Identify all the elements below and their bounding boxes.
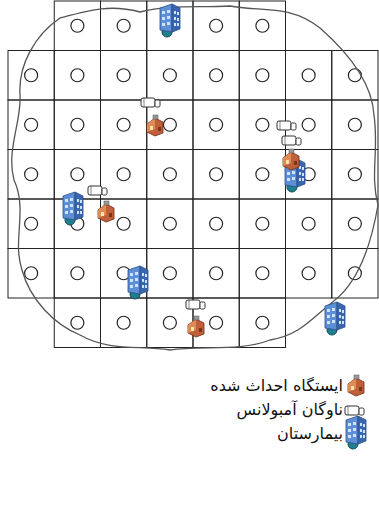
- grid-cell: [332, 100, 378, 150]
- grid-cell: [147, 249, 193, 299]
- demand-point: [25, 168, 38, 181]
- demand-point: [163, 267, 176, 280]
- grid-cell: [286, 199, 332, 249]
- grid-cell: [193, 1, 239, 51]
- grid-cell: [8, 51, 54, 101]
- demand-point: [348, 118, 361, 131]
- grid-cell: [239, 298, 285, 348]
- demand-point: [71, 168, 84, 181]
- grid-cell: [332, 199, 378, 249]
- grid-cell: [239, 199, 285, 249]
- demand-point: [117, 217, 130, 230]
- demand-point: [25, 118, 38, 131]
- grid-cell: [286, 51, 332, 101]
- grid-cell: [8, 199, 54, 249]
- grid-cell: [239, 249, 285, 299]
- demand-point: [256, 217, 269, 230]
- grid-cell: [8, 150, 54, 200]
- demand-point: [210, 217, 223, 230]
- grid-cell: [286, 249, 332, 299]
- grid-cell: [332, 51, 378, 101]
- grid-cell: [147, 51, 193, 101]
- legend-text: ایستگاه احداث شده: [210, 376, 343, 396]
- demand-point: [163, 118, 176, 131]
- grid-cell: [147, 199, 193, 249]
- grid-cell: [193, 100, 239, 150]
- grid-cell: [193, 249, 239, 299]
- demand-point: [71, 69, 84, 82]
- demand-point: [163, 217, 176, 230]
- grid-cell: [54, 100, 100, 150]
- demand-point: [256, 267, 269, 280]
- region-outline: [12, 6, 378, 350]
- demand-point: [210, 118, 223, 131]
- grid-cell: [193, 150, 239, 200]
- grid-cell: [193, 51, 239, 101]
- demand-point: [163, 316, 176, 329]
- grid-cell: [54, 298, 100, 348]
- grid-cell: [8, 100, 54, 150]
- demand-point: [163, 69, 176, 82]
- grid-cell: [332, 249, 378, 299]
- grid-cell: [101, 51, 147, 101]
- demand-point: [302, 267, 315, 280]
- demand-point: [25, 69, 38, 82]
- grid-cell: [101, 298, 147, 348]
- grid-cell: [54, 249, 100, 299]
- demand-point: [302, 217, 315, 230]
- demand-point: [117, 69, 130, 82]
- grid-cell: [193, 199, 239, 249]
- demand-point: [348, 168, 361, 181]
- legend-text: ناوگان آمبولانس: [237, 400, 343, 420]
- demand-point: [71, 316, 84, 329]
- demand-point: [163, 168, 176, 181]
- demand-point: [348, 217, 361, 230]
- grid-cell: [147, 1, 193, 51]
- demand-point: [256, 19, 269, 32]
- demand-point: [256, 316, 269, 329]
- demand-point: [256, 118, 269, 131]
- demand-point: [71, 118, 84, 131]
- demand-point: [117, 168, 130, 181]
- grid-cell: [54, 51, 100, 101]
- demand-point: [210, 69, 223, 82]
- legend-text: بیمارستان: [277, 424, 343, 444]
- demand-point: [210, 316, 223, 329]
- grid-cell: [239, 51, 285, 101]
- grid-cell: [101, 100, 147, 150]
- demand-point: [25, 217, 38, 230]
- demand-point: [302, 118, 315, 131]
- demand-point: [210, 267, 223, 280]
- demand-point: [210, 19, 223, 32]
- demand-point: [117, 118, 130, 131]
- grid-cell: [239, 150, 285, 200]
- demand-point: [256, 168, 269, 181]
- demand-point: [348, 69, 361, 82]
- grid-cell: [147, 150, 193, 200]
- demand-point: [210, 168, 223, 181]
- demand-point: [117, 316, 130, 329]
- demand-point: [71, 267, 84, 280]
- demand-point: [302, 69, 315, 82]
- grid-cell: [332, 150, 378, 200]
- demand-point: [256, 69, 269, 82]
- demand-point: [71, 19, 84, 32]
- demand-point: [117, 19, 130, 32]
- grid-cell: [54, 1, 100, 51]
- demand-point: [25, 267, 38, 280]
